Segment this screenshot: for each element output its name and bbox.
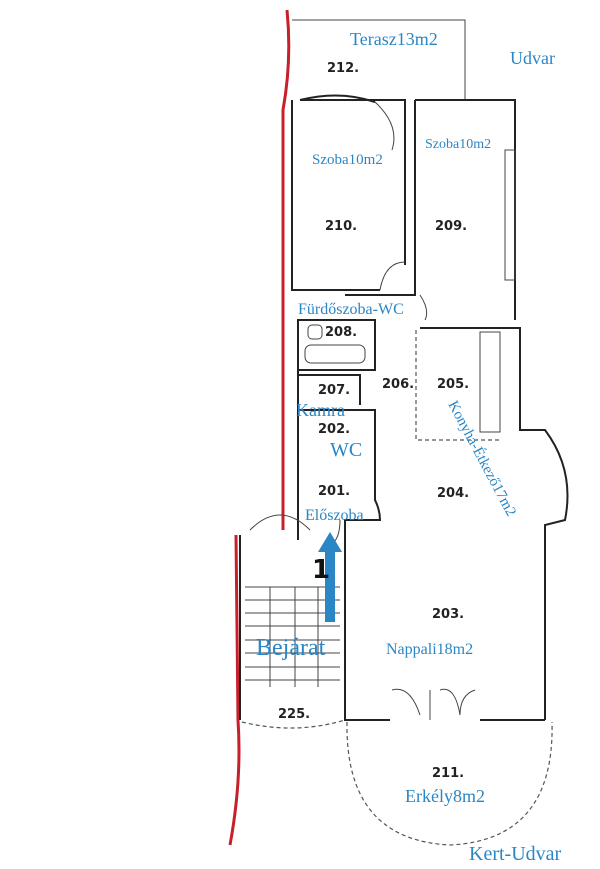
boundary-line-lower	[228, 534, 241, 846]
balcony-outline	[346, 721, 553, 846]
living-room-walls	[344, 470, 545, 721]
window	[504, 149, 516, 281]
room-number-207: 207.	[318, 383, 350, 398]
label-terasz: Terasz13m2	[350, 29, 438, 49]
room-number-204: 204.	[437, 486, 469, 501]
room-number-201: 201.	[318, 484, 350, 499]
entrance-arrow-icon	[318, 532, 342, 622]
room-209-walls	[345, 99, 516, 320]
label-furdoszoba: Fürdőszoba-WC	[298, 301, 404, 318]
label-kert-udvar: Kert-Udvar	[469, 843, 562, 865]
room-210-walls	[291, 94, 406, 291]
label-bejarat: Bejárat	[256, 635, 326, 661]
room-number-225: 225.	[278, 707, 310, 722]
kitchen-divider	[415, 330, 500, 441]
room-number-209: 209.	[435, 219, 467, 234]
room-number-205: 205.	[437, 377, 469, 392]
label-udvar: Udvar	[510, 48, 555, 68]
label-wc: WC	[330, 439, 362, 461]
floor-marker: 1	[312, 555, 330, 585]
room-number-211: 211.	[432, 766, 464, 781]
label-nappali: Nappali18m2	[386, 641, 473, 658]
toilet-icon	[307, 324, 323, 340]
label-szoba-210: Szoba10m2	[312, 152, 383, 168]
staircase-walls	[239, 530, 346, 720]
room-number-210: 210.	[325, 219, 357, 234]
bathroom-walls	[297, 319, 376, 540]
kitchen-walls	[420, 327, 569, 720]
label-eloszoba: Előszoba	[305, 507, 364, 524]
stairs	[245, 586, 340, 687]
kitchen-counter	[479, 331, 501, 433]
bathtub-icon	[304, 344, 366, 364]
label-erkely: Erkély8m2	[405, 786, 485, 806]
room-number-203: 203.	[432, 607, 464, 622]
room-number-212: 212.	[327, 61, 359, 76]
label-kamra: Kamra	[296, 400, 345, 420]
balcony-doors	[391, 688, 476, 720]
room-number-202: 202.	[318, 422, 350, 437]
landing-arc	[241, 719, 346, 729]
room-number-206: 206.	[382, 377, 414, 392]
door-arc	[374, 101, 428, 321]
label-szoba-209: Szoba10m2	[425, 137, 491, 152]
room-number-208: 208.	[325, 325, 357, 340]
boundary-line-upper	[281, 9, 291, 530]
terrace-outline	[292, 19, 466, 100]
